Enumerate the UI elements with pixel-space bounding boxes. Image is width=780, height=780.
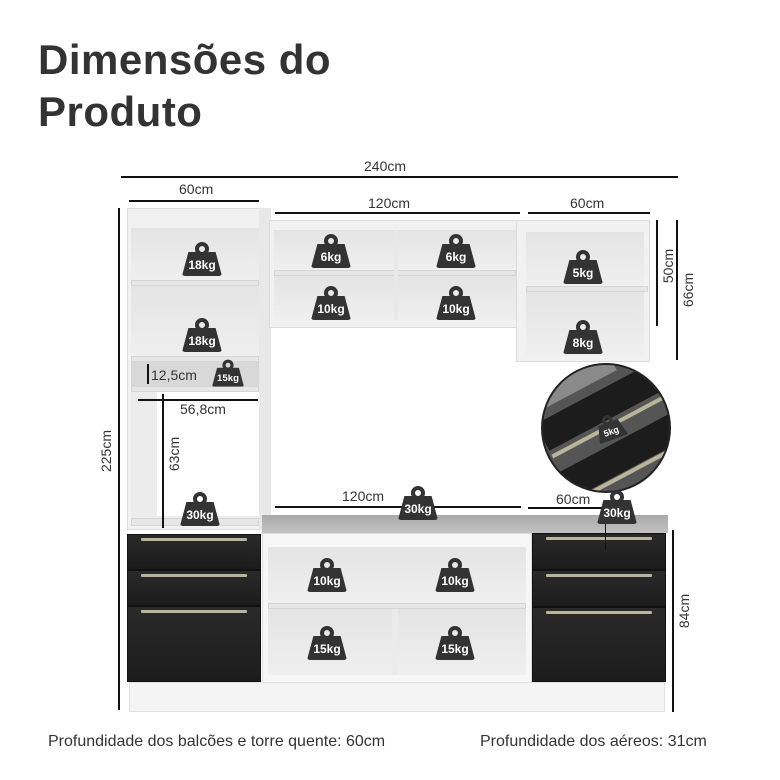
- upper-center-divider: [394, 230, 398, 320]
- drawer-left-3: [127, 606, 261, 682]
- weight-icon: 10kg: [311, 286, 351, 322]
- upper-right-width-line: [528, 212, 650, 214]
- tower-shelf-3: [131, 386, 259, 392]
- counter-right-width-line: [528, 507, 604, 509]
- weight-icon: 18kg: [182, 318, 222, 354]
- counter-center-width-label: 120cm: [342, 488, 385, 504]
- counter-weight-line: [605, 510, 606, 550]
- base-center-divider: [392, 609, 398, 675]
- oven-width-line: [138, 399, 258, 401]
- weight-icon: 6kg: [311, 234, 351, 270]
- tower-shelf-2: [131, 356, 259, 362]
- weight-icon: 30kg: [597, 490, 637, 526]
- upper-right-width-label: 60cm: [570, 195, 605, 211]
- drawer-right-2: [532, 570, 666, 607]
- counter-right-width-label: 60cm: [556, 491, 591, 507]
- plinth: [129, 682, 665, 712]
- weight-icon: 15kg: [307, 626, 347, 662]
- drawer-right-3: [532, 607, 666, 682]
- weight-icon: 18kg: [182, 242, 222, 278]
- weight-icon: 15kg: [435, 626, 475, 662]
- oven-height-label: 63cm: [166, 436, 182, 472]
- base-center-cell: [268, 547, 526, 603]
- weight-icon: 15kg: [212, 359, 244, 389]
- page-title: Dimensões do Produto: [38, 34, 331, 138]
- depth-base-note: Profundidade dos balcões e torre quente:…: [48, 733, 386, 750]
- weight-icon: 10kg: [307, 558, 347, 594]
- total-width-label: 240cm: [364, 158, 407, 174]
- upper-center-width-line: [275, 212, 520, 214]
- oven-niche-back: [157, 392, 259, 516]
- tower-width-line: [129, 200, 259, 202]
- weight-icon: 5kg: [563, 250, 603, 286]
- title-line-1: Dimensões do: [38, 36, 332, 83]
- drawer-left-2: [127, 570, 261, 606]
- drawer-right-1: [532, 533, 666, 570]
- base-height-line: [672, 530, 674, 712]
- counter-center-width-line: [275, 506, 521, 508]
- weight-icon: 6kg: [436, 234, 476, 270]
- upper-right-shelf: [526, 286, 648, 292]
- title-line-2: Produto: [38, 88, 203, 135]
- upper-height-label: 66cm: [680, 272, 696, 308]
- countertop: [262, 515, 668, 533]
- handle: [546, 611, 652, 614]
- base-center-shelf: [268, 603, 526, 609]
- weight-icon: 10kg: [436, 286, 476, 322]
- tower-side-panel: [259, 208, 271, 530]
- weight-icon: 8kg: [563, 320, 603, 356]
- total-height-label: 225cm: [98, 429, 114, 473]
- oven-width-label: 56,8cm: [180, 401, 226, 417]
- handle: [141, 574, 247, 577]
- weight-icon: 30kg: [398, 486, 438, 522]
- upper-center-width-label: 120cm: [368, 195, 411, 211]
- handle: [546, 537, 652, 540]
- base-height-label: 84cm: [676, 593, 692, 629]
- upper-height-line: [676, 220, 678, 360]
- upper-inner-height-line: [656, 220, 658, 326]
- oven-height-line: [162, 394, 164, 528]
- handle: [141, 538, 247, 541]
- drawer-left-1: [127, 534, 261, 570]
- handle: [141, 610, 247, 613]
- total-height-line: [118, 208, 120, 710]
- weight-icon: 10kg: [435, 558, 475, 594]
- niche-height-label: 12,5cm: [151, 367, 197, 383]
- weight-icon: 30kg: [180, 492, 220, 528]
- tower-shelf-1: [131, 280, 259, 286]
- total-width-line: [121, 176, 678, 178]
- depth-upper-note: Profundidade dos aéreos: 31cm: [480, 733, 707, 750]
- handle: [546, 574, 652, 577]
- upper-inner-height-label: 50cm: [660, 248, 676, 284]
- tower-width-label: 60cm: [179, 181, 214, 197]
- niche-height-line: [147, 364, 149, 384]
